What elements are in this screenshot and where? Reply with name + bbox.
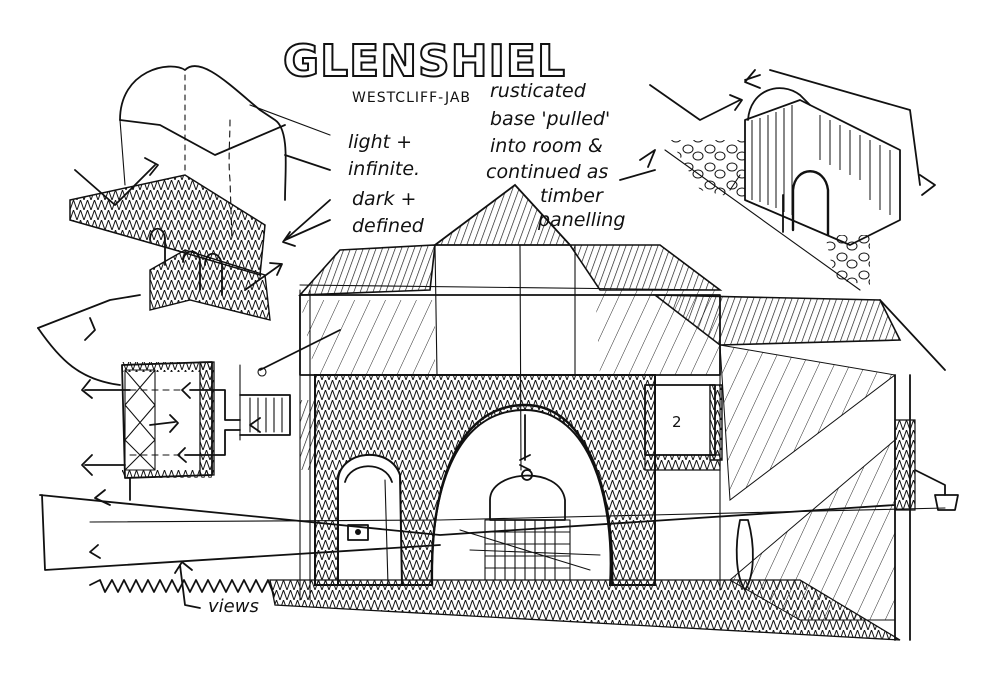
annotation-dark-line2: defined: [352, 215, 424, 237]
annotation-views: views: [208, 596, 259, 617]
annotation-rusticated-line3: into room &: [490, 135, 603, 157]
room-number-label: 2: [672, 413, 682, 431]
leader-line-rusticated: [619, 169, 656, 181]
annotation-dark-line1: dark +: [352, 188, 417, 210]
axonometric-right-sketch: [639, 69, 936, 291]
annotation-rusticated-line1: rusticated: [490, 80, 586, 102]
axonometric-left-sketch: [69, 65, 331, 321]
sketch-subtitle: WESTCLIFF-JAB: [352, 90, 472, 106]
annotation-rusticated-line2: base 'pulled': [490, 108, 611, 130]
left-plan-sketch: [37, 294, 261, 501]
leader-line-dark: [284, 219, 331, 241]
annotation-light-line1: light +: [348, 131, 413, 153]
main-section-drawing: [39, 183, 959, 641]
leader-line-light: [284, 154, 331, 171]
annotation-rusticated-line5: timber: [540, 185, 603, 207]
annotation-rusticated-line6: panelling: [538, 209, 626, 231]
sketch-title: GLENSHIEL: [282, 36, 567, 87]
annotation-rusticated-line4: continued as: [486, 161, 609, 183]
annotation-light-line2: infinite.: [348, 158, 421, 180]
